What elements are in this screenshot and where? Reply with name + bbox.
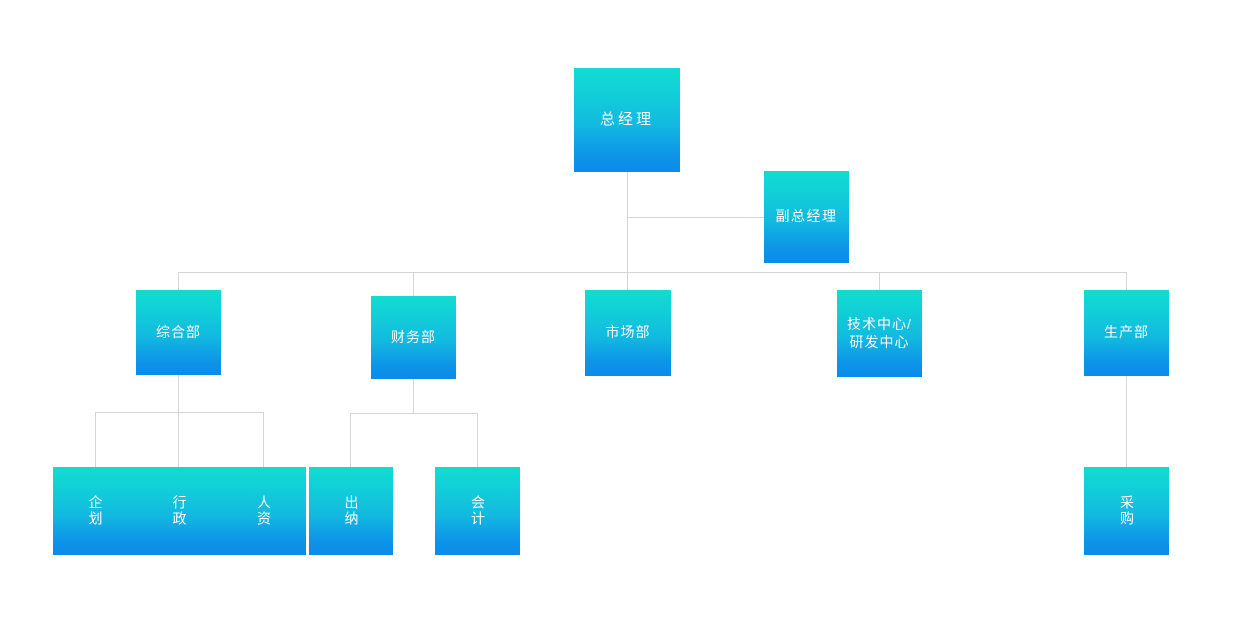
node-accounting[interactable]: 会计: [435, 467, 520, 555]
node-label-deputy-general-manager: 副总经理: [775, 208, 838, 225]
node-general-manager[interactable]: 总经理: [574, 68, 680, 172]
connector-finance-stem: [413, 379, 414, 413]
connector-drop-marketing: [627, 272, 628, 291]
connector-drop-finance: [413, 272, 414, 297]
connector-general-affairs-bus: [95, 412, 263, 413]
connector-drop-accounting: [477, 413, 478, 467]
connector-deputy-horizontal: [627, 217, 765, 218]
connector-root-stem: [627, 172, 628, 272]
connector-drop-human-resources: [263, 412, 264, 467]
node-label-general-manager: 总经理: [599, 110, 654, 128]
node-finance[interactable]: 财务部: [371, 296, 456, 379]
node-marketing[interactable]: 市场部: [585, 290, 671, 376]
node-planning[interactable]: 企划: [53, 467, 137, 555]
node-tech-center[interactable]: 技术中心/ 研发中心: [837, 290, 922, 377]
connector-finance-bus: [350, 413, 477, 414]
node-deputy-general-manager[interactable]: 副总经理: [764, 171, 849, 263]
connector-drop-general-affairs: [178, 272, 179, 291]
node-label-planning: 企划: [87, 495, 104, 527]
node-cashier[interactable]: 出纳: [309, 467, 393, 555]
connector-drop-tech-center: [879, 272, 880, 290]
node-label-marketing: 市场部: [605, 324, 651, 341]
node-label-production: 生产部: [1104, 324, 1149, 341]
node-purchasing[interactable]: 采购: [1084, 467, 1169, 555]
node-label-tech-center: 技术中心/ 研发中心: [847, 316, 912, 350]
connector-drop-production: [1126, 272, 1127, 290]
connector-general-affairs-stem: [178, 375, 179, 412]
connector-production-to-purchasing: [1126, 376, 1127, 467]
connector-drop-cashier: [350, 413, 351, 467]
node-production[interactable]: 生产部: [1084, 290, 1169, 376]
node-general-affairs[interactable]: 综合部: [136, 290, 221, 375]
connector-drop-administration: [178, 412, 179, 467]
node-human-resources[interactable]: 人资: [221, 467, 306, 555]
node-administration[interactable]: 行政: [137, 467, 221, 555]
node-label-general-affairs: 综合部: [156, 323, 201, 340]
connector-level1-bus: [178, 272, 1127, 273]
node-label-human-resources: 人资: [256, 495, 273, 527]
node-label-administration: 行政: [171, 495, 188, 527]
connector-drop-planning: [95, 412, 96, 467]
node-label-finance: 财务部: [391, 328, 436, 345]
node-label-cashier: 出纳: [343, 495, 360, 527]
node-label-accounting: 会计: [470, 495, 487, 527]
node-label-purchasing: 采购: [1119, 495, 1136, 527]
